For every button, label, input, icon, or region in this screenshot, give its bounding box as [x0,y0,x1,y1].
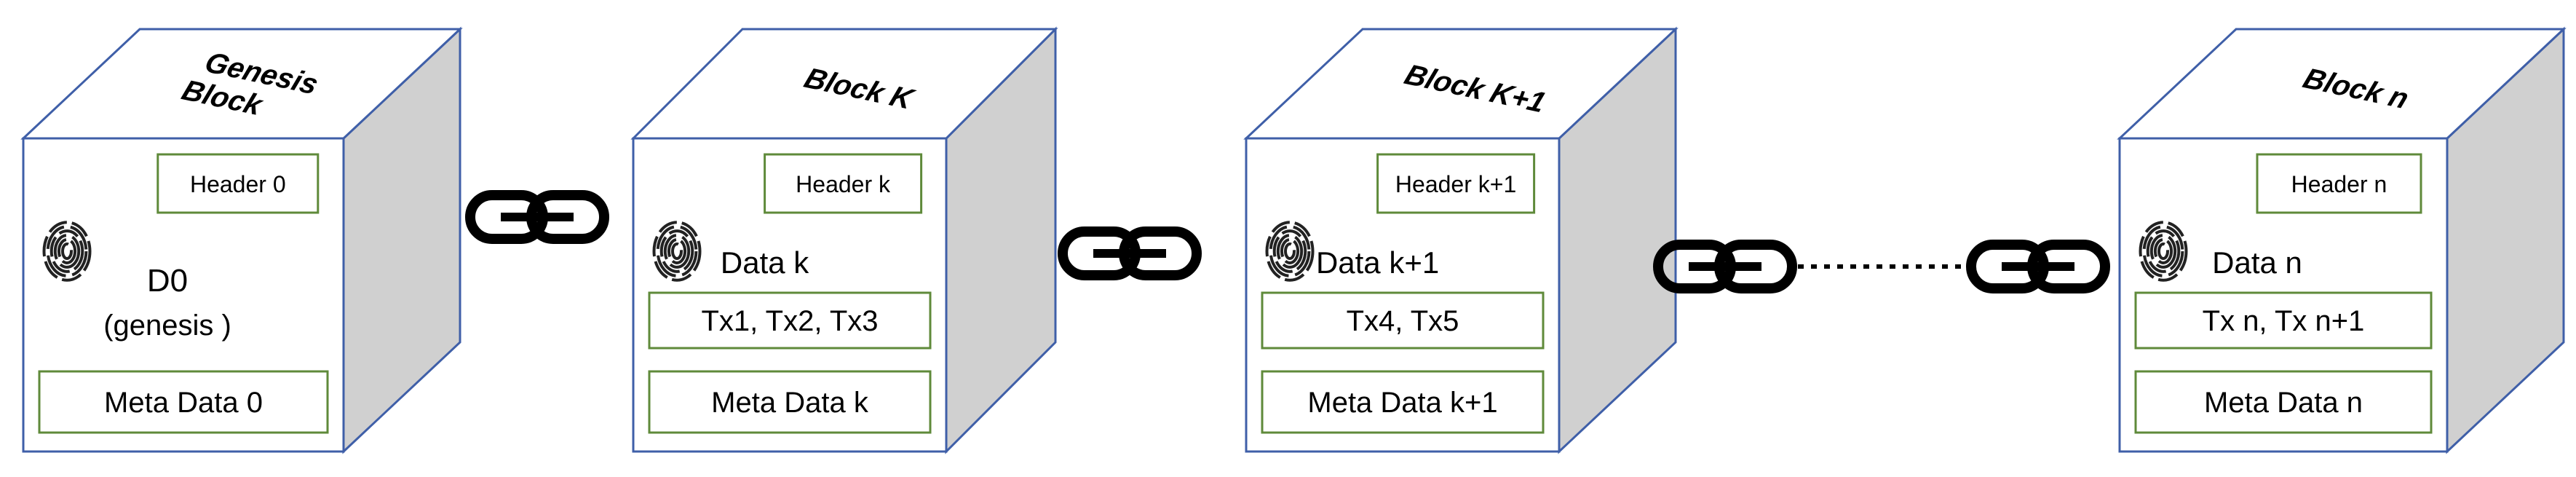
meta-box [38,370,329,434]
tx-label: Tx1, Tx2, Tx3 [701,305,878,337]
chain-link-icon [465,190,609,244]
header-label: Header k [796,171,891,197]
meta-box [1261,370,1545,434]
meta-label: Meta Data n [2204,387,2363,419]
header-box [764,153,923,214]
header-label: Header 0 [190,171,286,197]
meta-box [2134,370,2433,434]
chain-link-icon [1966,240,2110,293]
data-label: D0 [147,263,188,299]
tx-label: Tx4, Tx5 [1347,305,1459,337]
header-box [1376,153,1536,214]
meta-label: Meta Data k+1 [1307,387,1497,419]
header-label: Header n [2291,171,2387,197]
fingerprint-icon [2139,221,2188,282]
header-box [2256,153,2422,214]
fingerprint-icon [42,221,92,282]
meta-box [648,370,932,434]
data-label: Data n [2212,245,2302,280]
chain-link-icon [1653,240,1797,293]
fingerprint-icon [652,221,702,282]
tx-label: Tx n, Tx n+1 [2203,305,2365,337]
meta-label: Meta Data 0 [104,387,263,419]
data-label: Data k+1 [1316,245,1439,280]
data-label: Data k [721,245,809,280]
meta-label: Meta Data k [711,387,869,419]
tx-box [2134,291,2433,350]
fingerprint-icon [1265,221,1315,282]
header-label: Header k+1 [1395,171,1516,197]
header-box [156,153,320,214]
tx-box [1261,291,1545,350]
chains-layer [465,190,2110,293]
data-label: (genesis ) [103,310,231,342]
chain-link-icon [1058,226,1202,280]
tx-box [648,291,932,350]
